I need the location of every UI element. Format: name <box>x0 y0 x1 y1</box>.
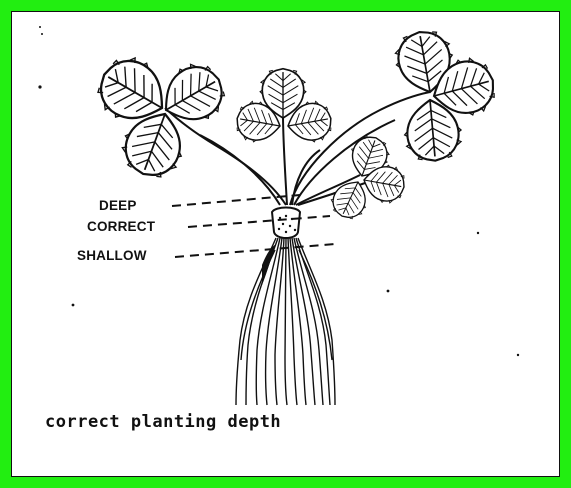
left-leaf <box>89 48 233 184</box>
label-correct: CORRECT <box>87 220 155 234</box>
right-leaf <box>392 27 501 163</box>
depth-indicator-lines <box>172 195 335 257</box>
roots <box>236 238 335 405</box>
small-right-leaf <box>326 131 407 223</box>
label-shallow: SHALLOW <box>77 249 147 263</box>
shallow-line <box>175 244 335 257</box>
label-deep: DEEP <box>99 199 137 213</box>
caption: correct planting depth <box>45 414 281 431</box>
correct-line <box>188 216 330 227</box>
crown <box>272 208 300 239</box>
deep-line <box>172 195 300 206</box>
